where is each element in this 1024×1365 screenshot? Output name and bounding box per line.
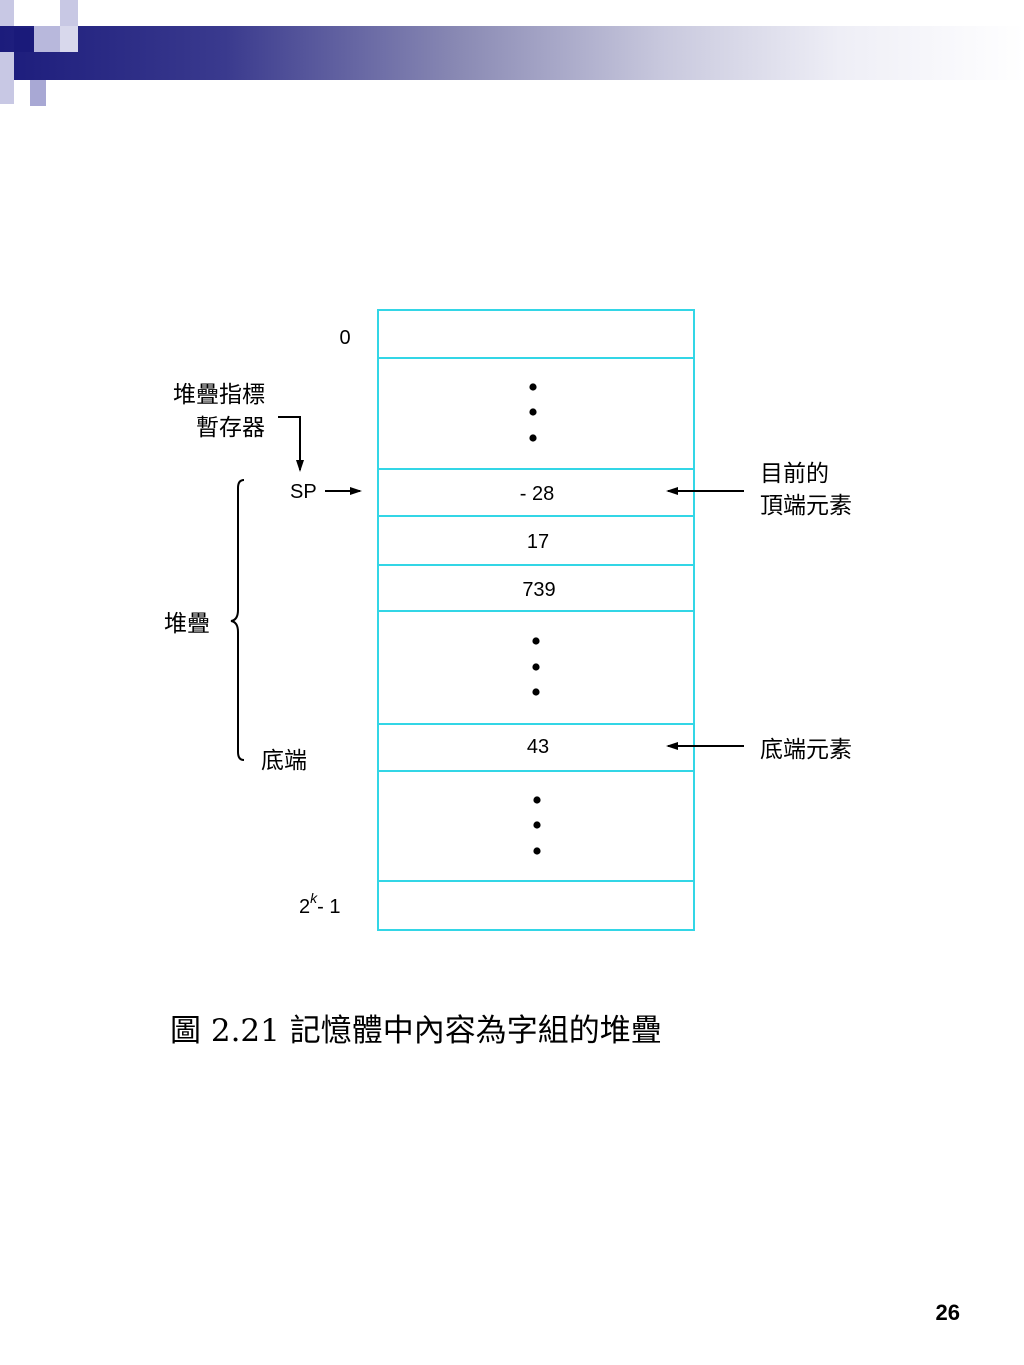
header-square-dark xyxy=(14,28,34,52)
bottom-label: 底端 xyxy=(261,748,307,774)
stack-brace xyxy=(230,479,245,761)
stack-memory-diagram: - 28 17 739 43 0 2k- 1 堆疊指標 暫存器 SP 堆疊 底端… xyxy=(164,309,852,931)
header-square-light-1 xyxy=(34,26,60,52)
cell-value: 43 xyxy=(527,736,549,758)
header-square-light-top xyxy=(0,0,14,26)
top-element-label-line2: 頂端元素 xyxy=(760,493,852,519)
sp-label: SP xyxy=(290,481,317,503)
figure-caption: 圖 2.21 記憶體中內容為字組的堆疊 xyxy=(170,1013,662,1049)
bottom-element-label: 底端元素 xyxy=(760,737,852,763)
address-bottom: 2k- 1 xyxy=(299,890,340,918)
header-banner xyxy=(0,26,1024,80)
register-arrow xyxy=(278,416,304,472)
cell-value: 17 xyxy=(527,531,549,553)
memory-column xyxy=(377,309,695,931)
memory-outline xyxy=(377,309,695,931)
cell-value: - 28 xyxy=(520,483,554,505)
sp-register-label-line1: 堆疊指標 xyxy=(173,382,265,408)
header-square-light-5 xyxy=(30,80,46,106)
cell-value: 739 xyxy=(522,579,555,601)
page-number: 26 xyxy=(935,1300,960,1325)
sp-register-label-line2: 暫存器 xyxy=(196,415,265,441)
header-square-light-4 xyxy=(0,52,14,104)
header-square-light-2 xyxy=(60,0,78,26)
top-element-label-line1: 目前的 xyxy=(760,461,829,487)
header-square-light-3 xyxy=(60,26,78,52)
ellipsis-dots xyxy=(529,383,541,855)
address-top: 0 xyxy=(339,327,350,349)
stack-label: 堆疊 xyxy=(164,611,210,637)
